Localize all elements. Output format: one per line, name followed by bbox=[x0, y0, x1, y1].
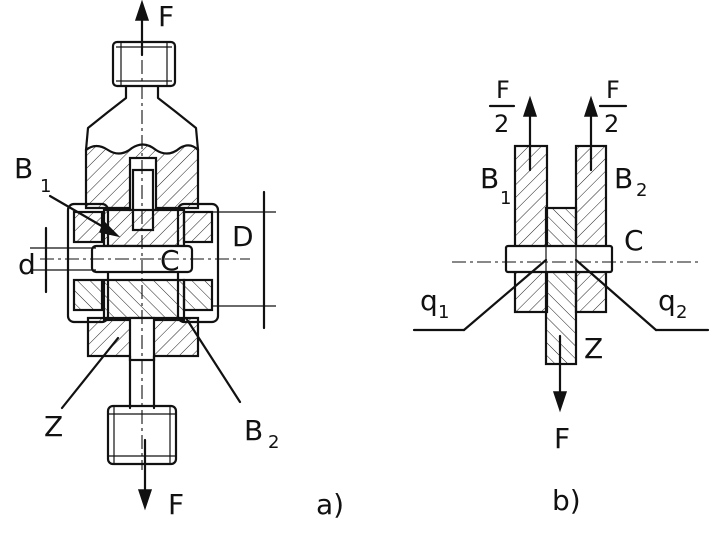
label-z-a: Z bbox=[44, 410, 63, 443]
plate-b1 bbox=[513, 144, 549, 314]
label-z-b: Z bbox=[584, 332, 603, 365]
label-b1-b: B bbox=[480, 162, 499, 195]
force-label-bottom-b: F bbox=[554, 422, 570, 455]
leader-z-a bbox=[60, 336, 120, 410]
force-label-top-a: F bbox=[158, 0, 174, 33]
label-b1-sub-b: 1 bbox=[500, 188, 511, 209]
figure-b: F 2 F 2 B 1 B 2 C q 1 bbox=[412, 76, 710, 517]
force-left-den-b: 2 bbox=[494, 110, 509, 138]
label-b2-sub-b: 2 bbox=[636, 180, 647, 201]
label-q1-sub: 1 bbox=[438, 302, 449, 323]
leader-q2 bbox=[574, 258, 658, 332]
pin-c-b bbox=[504, 244, 614, 274]
label-q1: q bbox=[420, 284, 438, 317]
label-c-a: C bbox=[160, 244, 180, 277]
force-right-den-b: 2 bbox=[604, 110, 619, 138]
force-left-num-b: F bbox=[496, 76, 510, 104]
label-c-b: C bbox=[624, 224, 644, 257]
lower-body bbox=[86, 316, 200, 410]
label-d-small: d bbox=[18, 248, 36, 281]
label-b2-b: B bbox=[614, 162, 633, 195]
label-b1-a: B bbox=[14, 152, 33, 185]
label-b2-sub-a: 2 bbox=[268, 432, 279, 453]
force-arrow-bottom-a bbox=[137, 438, 153, 511]
dim-d-large bbox=[212, 190, 276, 330]
leader-b2-a bbox=[184, 316, 242, 404]
caption-a: a) bbox=[316, 488, 344, 521]
label-q2-sub: 2 bbox=[676, 302, 687, 323]
caption-b: b) bbox=[552, 484, 581, 517]
leader-b1-arrow bbox=[98, 220, 121, 238]
dim-d-small bbox=[30, 226, 96, 294]
top-head bbox=[84, 40, 200, 152]
force-arrow-top-a bbox=[134, 0, 150, 57]
plate-b2 bbox=[574, 144, 608, 314]
figure-a: F bbox=[14, 0, 344, 521]
label-q2: q bbox=[658, 284, 676, 317]
force-arrow-bottom-b bbox=[552, 334, 568, 413]
force-right-num-b: F bbox=[606, 76, 620, 104]
leader-q1 bbox=[462, 258, 548, 332]
force-label-bottom-a: F bbox=[168, 488, 184, 521]
label-b2-a: B bbox=[244, 414, 263, 447]
label-b1-sub-a: 1 bbox=[40, 176, 51, 197]
label-d-large: D bbox=[232, 220, 254, 253]
